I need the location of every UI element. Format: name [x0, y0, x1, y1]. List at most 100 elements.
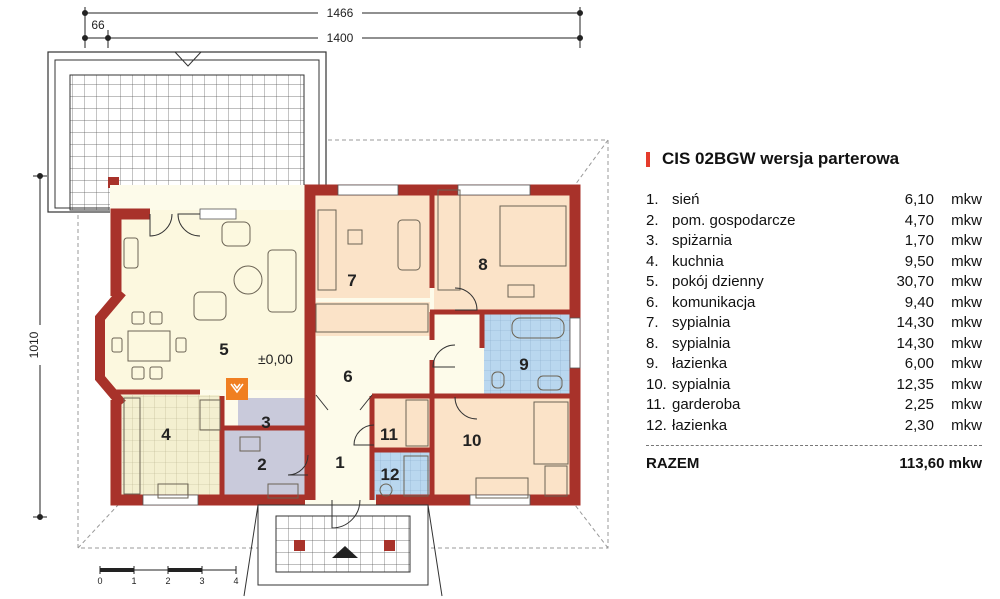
legend-title: CIS 02BGW wersja parterowa: [662, 149, 900, 168]
item-name: sypialnia: [672, 314, 731, 331]
scale-label-1: 1: [131, 576, 136, 586]
item-number: 9.: [646, 355, 659, 372]
list-item: 4. kuchnia 9,50 mkw: [646, 252, 982, 273]
list-item: 5. pokój dzienny 30,70 mkw: [646, 272, 982, 293]
item-area: 14,30: [896, 334, 934, 352]
floor-level-label: ±0,00: [258, 351, 293, 367]
legend-divider: [646, 445, 982, 446]
item-number: 3.: [646, 232, 659, 249]
scale-label-3: 3: [199, 576, 204, 586]
item-name: łazienka: [672, 416, 728, 434]
room-11-wardrobe: [374, 398, 430, 450]
inner-walls: [116, 190, 575, 500]
item-number: 4.: [646, 252, 659, 270]
item-unit: mkw: [951, 211, 982, 229]
item-area: 12,35: [896, 375, 934, 393]
item-name: pom. gospodarcze: [672, 211, 796, 229]
legend-total: RAZEM 113,60 mkw: [646, 454, 982, 474]
item-name: kuchnia: [672, 252, 724, 270]
room-number-11: 11: [380, 425, 398, 444]
legend-header: CIS 02BGW wersja parterowa: [646, 146, 982, 172]
item-area: 1,70: [904, 232, 934, 249]
scale-label-4: 4: [233, 576, 238, 586]
item-unit: mkw: [951, 314, 982, 331]
item-unit: mkw: [951, 191, 982, 208]
list-item: 1. sień 6,10 mkw: [646, 190, 982, 211]
bay-window: [95, 288, 126, 408]
total-value: 113,60 mkw: [899, 455, 982, 472]
room-number-6: 6: [343, 367, 352, 386]
scale-bar: [99, 566, 237, 574]
item-area: 9,40: [904, 293, 934, 311]
item-number: 7.: [646, 314, 659, 331]
item-name: sypialnia: [672, 375, 731, 393]
room-number-10: 10: [463, 431, 482, 450]
item-name: sień: [672, 191, 700, 208]
room-2-utility: [224, 430, 306, 500]
room-number-3: 3: [261, 413, 270, 432]
item-name: łazienka: [672, 355, 728, 372]
room-9-bath: [484, 314, 570, 394]
item-number: 1.: [646, 191, 659, 208]
room-12-bath: [374, 452, 430, 500]
list-item: 7. sypialnia 14,30 mkw: [646, 313, 982, 334]
room-number-1: 1: [335, 453, 344, 472]
entrance-porch: [243, 504, 443, 597]
room-number-8: 8: [478, 255, 487, 274]
item-unit: mkw: [951, 252, 982, 270]
list-item: 10. sypialnia 12,35 mkw: [646, 375, 982, 396]
room-3-pantry: [238, 398, 306, 426]
room-number-4: 4: [161, 425, 171, 444]
room-number-5: 5: [219, 340, 228, 359]
item-name: komunikacja: [672, 293, 756, 311]
item-area: 14,30: [896, 314, 934, 331]
item-number: 8.: [646, 334, 659, 352]
item-name: spiżarnia: [672, 232, 733, 249]
item-name: sypialnia: [672, 334, 731, 352]
list-item: 9. łazienka 6,00 mkw: [646, 354, 982, 375]
item-unit: mkw: [951, 293, 982, 311]
list-item: 3. spiżarnia 1,70 mkw: [646, 231, 982, 252]
item-area: 30,70: [896, 273, 934, 290]
dim-offset: 66: [91, 18, 105, 32]
floor-plan: 1466 1400 66 1010: [26, 4, 609, 597]
item-unit: mkw: [951, 273, 982, 290]
item-unit: mkw: [951, 334, 982, 352]
room-number-2: 2: [257, 455, 266, 474]
item-number: 10.: [646, 375, 667, 393]
room-7-bedroom: [316, 188, 430, 298]
furniture: [111, 189, 569, 499]
item-unit: mkw: [951, 232, 982, 249]
list-item: 8. sypialnia 14,30 mkw: [646, 334, 982, 355]
item-area: 6,10: [904, 191, 934, 208]
room-number-9: 9: [519, 355, 528, 374]
item-number: 12.: [646, 416, 667, 434]
total-label: RAZEM: [646, 455, 700, 472]
door-swings: [149, 213, 478, 529]
scale-label-0: 0: [97, 576, 102, 586]
dim-inner-width: 1400: [327, 31, 354, 45]
room-number-12: 12: [381, 465, 400, 484]
list-item: 6. komunikacja 9,40 mkw: [646, 293, 982, 314]
item-number: 6.: [646, 293, 659, 311]
item-number: 2.: [646, 211, 659, 229]
item-area: 9,50: [904, 252, 934, 270]
item-unit: mkw: [951, 416, 982, 434]
title-marker: [646, 151, 650, 167]
item-name: pokój dzienny: [672, 273, 764, 290]
item-area: 6,00: [904, 355, 934, 372]
item-unit: mkw: [951, 355, 982, 372]
scale-label-2: 2: [165, 576, 170, 586]
room-legend: CIS 02BGW wersja parterowa 1. sień 6,10 mkw…: [646, 146, 982, 474]
item-number: 11.: [646, 396, 666, 413]
item-area: 2,30: [904, 416, 934, 434]
room-4-kitchen: [122, 395, 220, 500]
item-area: 2,25: [904, 396, 934, 413]
list-item: 12. łazienka 2,30 mkw: [646, 416, 982, 437]
item-unit: mkw: [951, 375, 982, 393]
item-number: 5.: [646, 273, 659, 290]
item-unit: mkw: [951, 396, 982, 413]
